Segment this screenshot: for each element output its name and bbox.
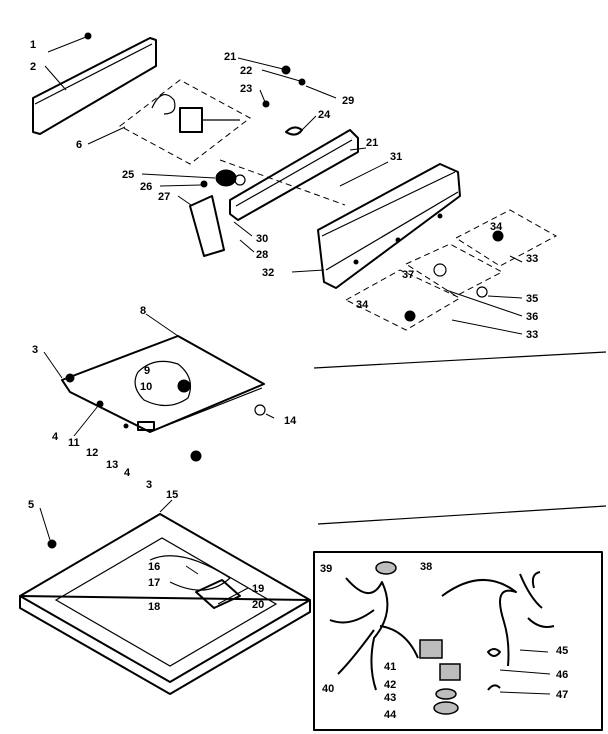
callout-4: 4 [52, 431, 59, 443]
callout-33: 33 [526, 329, 538, 341]
callout-28: 28 [256, 249, 268, 261]
callout-46: 46 [556, 669, 568, 681]
console-panel [291, 163, 461, 289]
callout-34: 34 [490, 221, 503, 233]
callout-18: 18 [148, 601, 160, 613]
callout-16: 16 [148, 561, 160, 573]
small-parts-top [237, 57, 337, 136]
callout-35: 35 [526, 293, 538, 305]
callout-47: 47 [556, 689, 568, 701]
callout-9: 9 [144, 365, 150, 377]
callout-29: 29 [342, 95, 354, 107]
callout-5: 5 [28, 499, 34, 511]
callout-11: 11 [68, 437, 80, 449]
callout-19: 19 [252, 583, 264, 595]
callout-36: 36 [526, 311, 538, 323]
callout-30: 30 [256, 233, 268, 245]
callout-42: 42 [384, 679, 396, 691]
callout-25: 25 [122, 169, 134, 181]
top-lid [43, 313, 275, 462]
callout-43: 43 [384, 692, 396, 704]
callout-23: 23 [240, 83, 252, 95]
callout-37: 37 [402, 269, 414, 281]
callout-20: 20 [252, 599, 264, 611]
divider-line [317, 505, 607, 525]
callout-8: 8 [140, 305, 146, 317]
callout-labels: 1 2 3 3 4 4 5 6 8 9 10 11 12 13 14 15 16… [28, 39, 568, 721]
callout-41: 41 [384, 661, 396, 673]
divider-line [313, 351, 607, 369]
switch-plate-upper [454, 209, 558, 267]
rear-panel [32, 32, 157, 135]
callout-13: 13 [106, 459, 118, 471]
switch-plate-lower [344, 243, 523, 335]
top-cabinet [19, 499, 311, 695]
callout-15: 15 [166, 489, 178, 501]
callout-40: 40 [322, 683, 334, 695]
callout-12: 12 [86, 447, 98, 459]
callout-21: 21 [366, 137, 378, 149]
callout-24: 24 [318, 109, 331, 121]
knob-and-shield [141, 169, 255, 257]
callout-17: 17 [148, 577, 160, 589]
callout-39: 39 [320, 563, 332, 575]
callout-3: 3 [32, 344, 38, 356]
callout-6: 6 [76, 139, 82, 151]
callout-33: 33 [526, 253, 538, 265]
callout-21: 21 [224, 51, 236, 63]
timer-plate-assembly [87, 79, 251, 165]
callout-31: 31 [390, 151, 402, 163]
callout-27: 27 [158, 191, 170, 203]
control-bracket [219, 129, 389, 221]
callout-2: 2 [30, 61, 36, 73]
callout-44: 44 [384, 709, 397, 721]
callout-34: 34 [356, 299, 369, 311]
callout-38: 38 [420, 561, 432, 573]
callout-10: 10 [140, 381, 152, 393]
callout-26: 26 [140, 181, 152, 193]
callout-45: 45 [556, 645, 568, 657]
callout-3: 3 [146, 479, 152, 491]
wiring-harness-inset [313, 551, 603, 731]
callout-32: 32 [262, 267, 274, 279]
callout-22: 22 [240, 65, 252, 77]
callout-14: 14 [284, 415, 297, 427]
callout-4: 4 [124, 467, 131, 479]
callout-1: 1 [30, 39, 36, 51]
